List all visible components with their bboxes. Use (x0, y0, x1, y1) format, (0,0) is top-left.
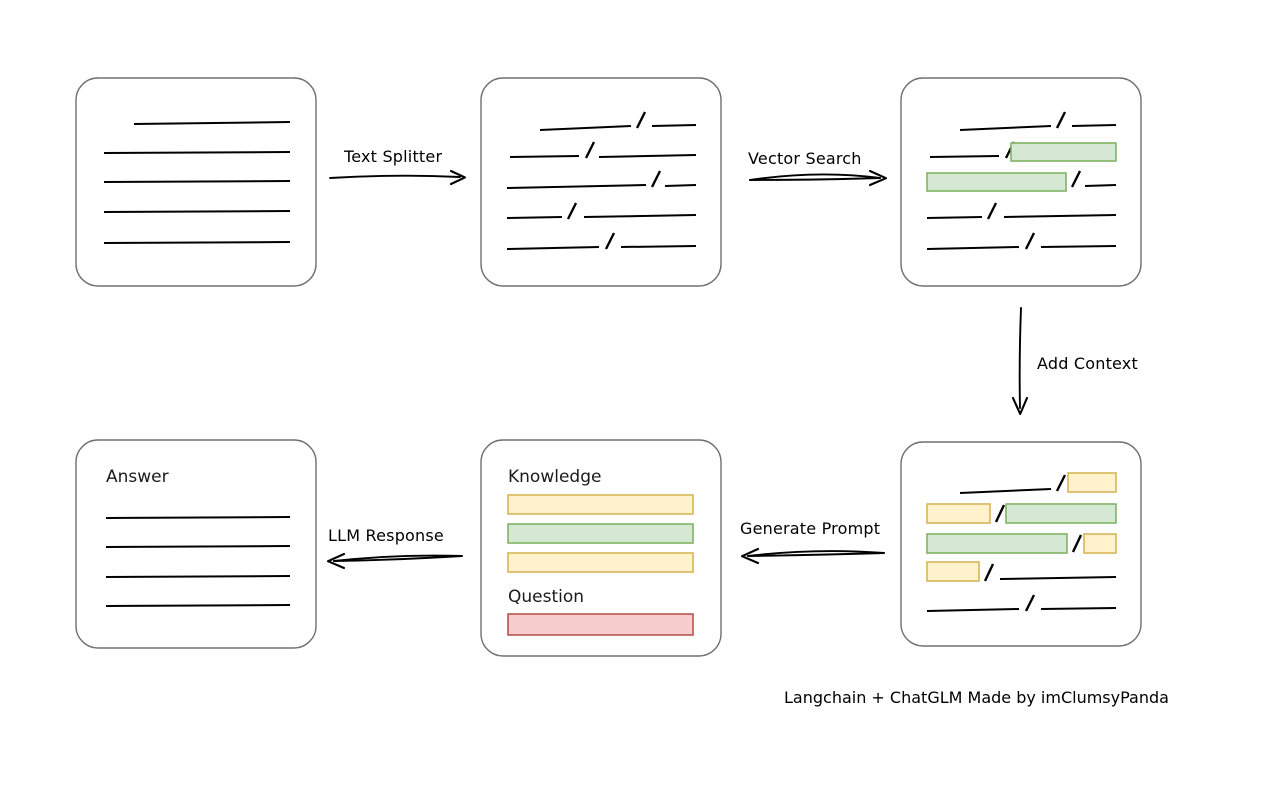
arrow-shaft (333, 554, 463, 562)
doc-line (506, 184, 647, 189)
edge-vector-search-label: Vector Search (748, 149, 862, 168)
highlight-green (926, 533, 1068, 554)
doc-line (103, 210, 291, 213)
edge-generate-prompt-label: Generate Prompt (740, 519, 880, 538)
doc-line (959, 125, 1052, 131)
doc-line (583, 214, 697, 218)
doc-line (105, 516, 291, 519)
doc-line (620, 245, 697, 248)
prompt-card-body (480, 439, 722, 657)
edge-llm-response: LLM Response (326, 526, 463, 570)
arrow-head-icon (449, 169, 467, 186)
doc-line (1040, 607, 1117, 610)
highlight-yellow (926, 503, 991, 524)
slash-separator (1055, 111, 1067, 129)
edge-vector-search: Vector Search (748, 149, 888, 187)
doc-line (1071, 124, 1117, 127)
slash-separator (566, 202, 578, 220)
slash-separator (650, 170, 662, 188)
edge-text-splitter: Text Splitter (329, 147, 467, 186)
doc-line (506, 216, 563, 219)
doc-line (926, 608, 1020, 612)
doc-line (105, 604, 291, 607)
context-document-card[interactable] (900, 441, 1142, 647)
knowledge-bar-yellow (507, 494, 694, 515)
doc-line (1084, 184, 1117, 187)
slash-separator (604, 232, 616, 250)
slash-separator (994, 504, 1006, 523)
slash-separator (1070, 170, 1082, 188)
arrow-shaft-secondary (333, 555, 463, 562)
slash-separator (986, 202, 998, 220)
slash-separator (1024, 232, 1036, 250)
answer-card-body (75, 439, 317, 649)
edge-add-context: Add Context (1011, 307, 1138, 416)
doc-line (598, 154, 697, 158)
arrow-shaft (747, 550, 885, 557)
slash-separator (1071, 534, 1083, 553)
doc-line (664, 184, 697, 187)
knowledge-bar-green (507, 523, 694, 544)
highlight-yellow (1067, 472, 1117, 493)
edge-llm-response-label: LLM Response (328, 526, 444, 545)
highlight-yellow (1083, 533, 1117, 554)
arrow-head-icon (868, 169, 888, 187)
edge-add-context-label: Add Context (1037, 354, 1138, 373)
arrow-head-icon (326, 552, 346, 570)
prompt-knowledge-heading: Knowledge (508, 467, 601, 487)
arrow-shaft (329, 174, 461, 179)
arrow-shaft-secondary (747, 552, 885, 557)
doc-line (926, 216, 983, 219)
highlight-yellow (926, 561, 980, 582)
doc-line (959, 488, 1052, 494)
answer-card[interactable]: Answer (75, 439, 317, 649)
doc-line (1003, 214, 1117, 218)
slash-separator (584, 141, 596, 159)
arrow-shaft (1018, 307, 1022, 409)
doc-line (105, 575, 291, 578)
doc-line (539, 125, 632, 131)
doc-line (103, 151, 291, 154)
doc-line (103, 241, 291, 244)
answer-heading: Answer (106, 467, 169, 487)
arrow-head-icon (740, 547, 760, 565)
doc-line (105, 545, 291, 548)
doc-line (926, 246, 1020, 250)
question-bar-red (507, 613, 694, 636)
doc-line (506, 246, 600, 250)
highlight-green (926, 172, 1067, 192)
doc-line (1040, 245, 1117, 248)
slash-separator (1055, 474, 1067, 492)
doc-line (999, 576, 1117, 580)
arrow-shaft-secondary (749, 177, 881, 181)
matched-document-card[interactable] (900, 77, 1142, 287)
prompt-question-heading: Question (508, 587, 584, 607)
split-document-card[interactable] (480, 77, 722, 287)
slash-separator (635, 111, 647, 129)
source-document-card[interactable] (75, 77, 317, 287)
arrow-head-icon (1011, 396, 1029, 416)
slash-separator (983, 563, 995, 582)
arrow-shaft (749, 173, 881, 181)
doc-line (103, 180, 291, 183)
slash-separator (1024, 594, 1036, 612)
doc-line (509, 155, 580, 158)
doc-line (133, 121, 291, 125)
doc-line (929, 155, 1000, 158)
edge-text-splitter-label: Text Splitter (343, 147, 442, 166)
doc-line (651, 124, 697, 127)
knowledge-bar-yellow (507, 552, 694, 573)
highlight-green (1005, 503, 1117, 524)
prompt-card[interactable]: Knowledge Question (480, 439, 722, 657)
split-document-card-body (480, 77, 722, 287)
highlight-green (1010, 142, 1117, 162)
footer-credit: Langchain + ChatGLM Made by imClumsyPand… (784, 688, 1169, 707)
edge-generate-prompt: Generate Prompt (740, 519, 885, 565)
